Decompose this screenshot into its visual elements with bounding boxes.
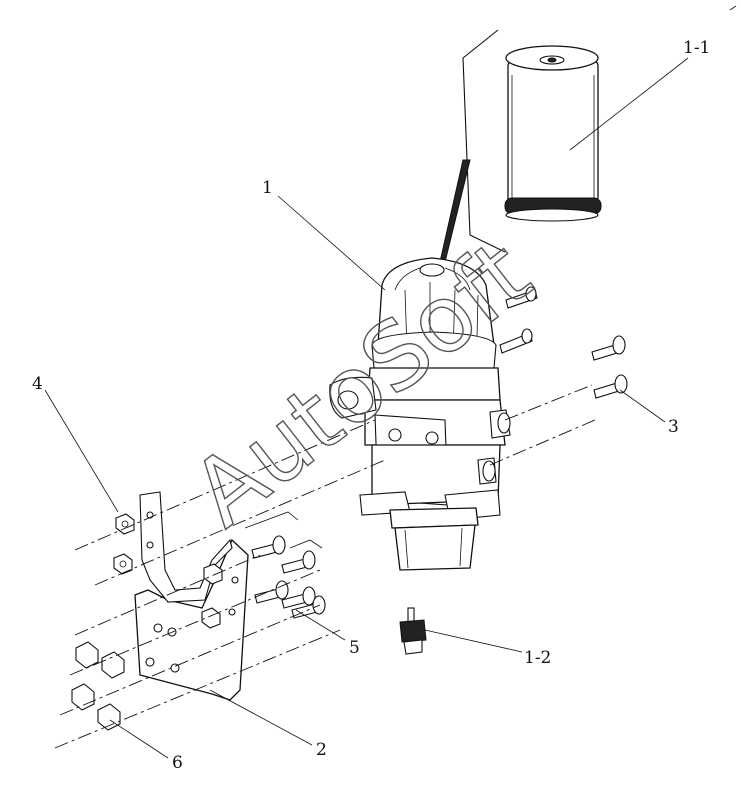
filter-cartridge-1-1 <box>504 45 602 222</box>
nuts-6 <box>71 641 125 731</box>
cartridge-guide-lines <box>439 29 506 263</box>
callout-5: 5 <box>349 638 360 658</box>
sensor-1-2 <box>399 607 427 655</box>
housing-bolts <box>499 286 538 354</box>
assembly-centerlines <box>54 384 596 749</box>
nuts-4 <box>113 513 135 575</box>
leader-1-1 <box>569 57 689 151</box>
bolts-5 <box>251 535 326 619</box>
callout-1-1: 1-1 <box>683 38 710 58</box>
bolts-3 <box>591 335 628 399</box>
bracket-nuts <box>201 563 223 629</box>
callout-3: 3 <box>668 417 679 437</box>
callout-4: 4 <box>32 374 43 394</box>
callout-labels: 1 1-1 1-2 2 3 4 5 6 <box>32 38 710 773</box>
leader-1-2 <box>424 629 523 653</box>
leader-5 <box>295 609 346 641</box>
callout-6: 6 <box>172 753 183 773</box>
callout-1: 1 <box>262 178 273 198</box>
leader-4 <box>44 389 119 513</box>
leader-3 <box>619 389 666 423</box>
corner-mark <box>729 5 737 11</box>
callout-2: 2 <box>316 740 327 760</box>
filter-housing-1 <box>329 257 511 571</box>
leader-2 <box>209 689 313 746</box>
leader-6 <box>109 719 169 759</box>
callout-1-2: 1-2 <box>524 648 551 668</box>
leader-lines <box>44 57 689 759</box>
leader-1 <box>277 195 386 291</box>
